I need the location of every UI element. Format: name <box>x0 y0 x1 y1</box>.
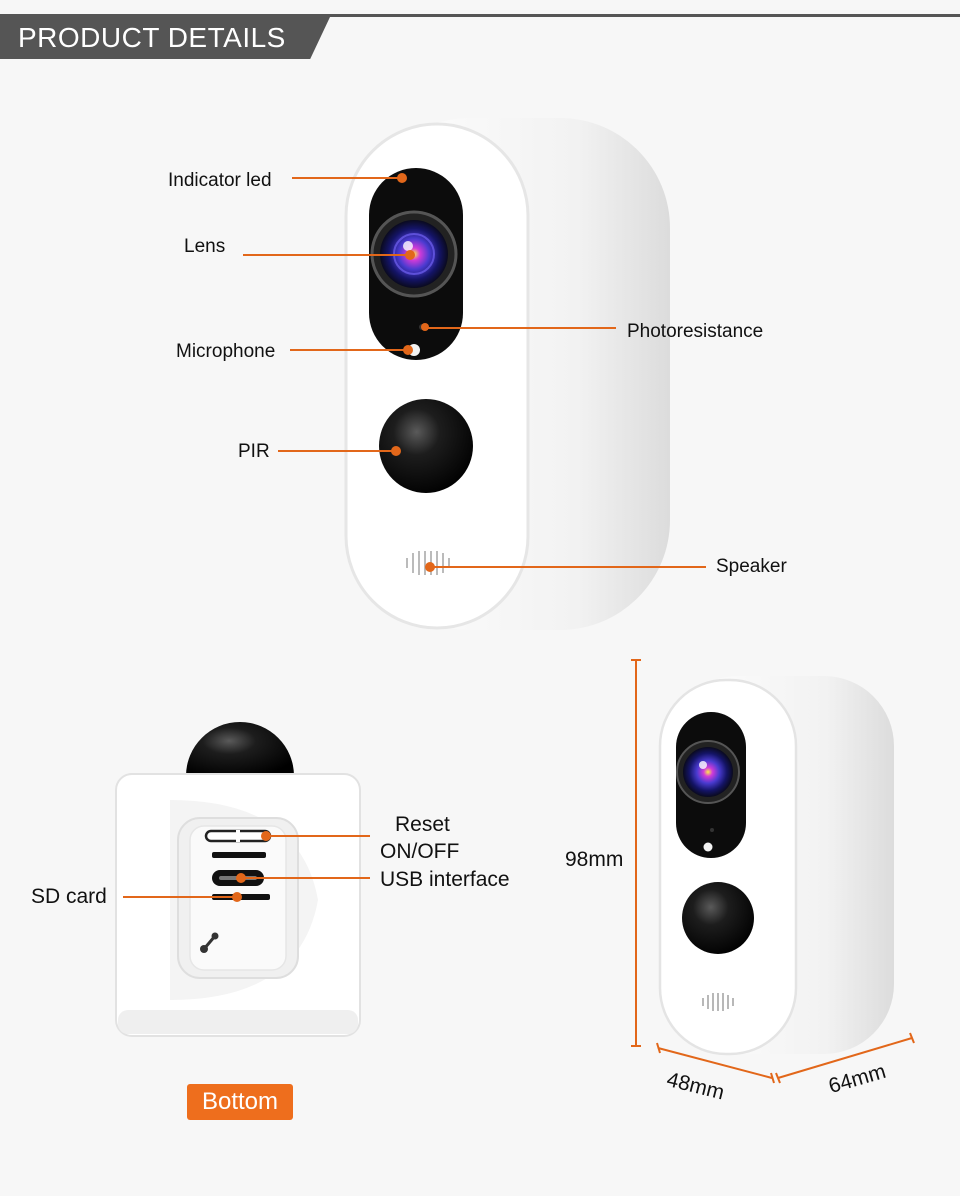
label-lens: Lens <box>184 236 226 257</box>
leader-usb-interface <box>240 877 370 879</box>
bottom-view-camera <box>115 722 361 1037</box>
marker-reset <box>261 831 271 841</box>
label-microphone: Microphone <box>176 341 276 362</box>
header-banner <box>0 17 330 59</box>
dimension-height: 98mm <box>565 848 624 871</box>
bottom-view-badge: Bottom <box>187 1084 293 1120</box>
dimension-lines <box>631 659 915 1084</box>
marker-sd-card <box>232 892 242 902</box>
header-rule <box>0 14 960 17</box>
label-speaker: Speaker <box>716 556 787 577</box>
label-indicator-led: Indicator led <box>168 170 272 191</box>
label-reset: Reset <box>395 813 450 836</box>
label-sd-card: SD card <box>31 885 107 908</box>
leader-reset <box>266 835 370 837</box>
marker-lens <box>405 250 415 260</box>
leader-speaker <box>430 566 706 568</box>
marker-speaker <box>425 562 435 572</box>
leader-photoresistance <box>428 327 616 329</box>
label-photoresistance: Photoresistance <box>627 321 764 342</box>
leader-pir <box>278 450 396 452</box>
leader-lens <box>243 254 409 256</box>
label-on-off: ON/OFF <box>380 840 460 863</box>
label-pir: PIR <box>238 441 270 462</box>
leader-microphone <box>290 349 408 351</box>
leader-sd-card <box>123 896 239 898</box>
marker-photoresistance <box>421 323 429 331</box>
page-title: PRODUCT DETAILS <box>18 22 286 53</box>
label-usb-interface: USB interface <box>380 868 510 891</box>
dimension-camera <box>658 676 894 1056</box>
front-camera <box>344 118 670 630</box>
marker-microphone <box>403 345 413 355</box>
marker-pir <box>391 446 401 456</box>
marker-indicator-led <box>397 173 407 183</box>
leader-indicator-led <box>292 177 402 179</box>
marker-usb-interface <box>236 873 246 883</box>
